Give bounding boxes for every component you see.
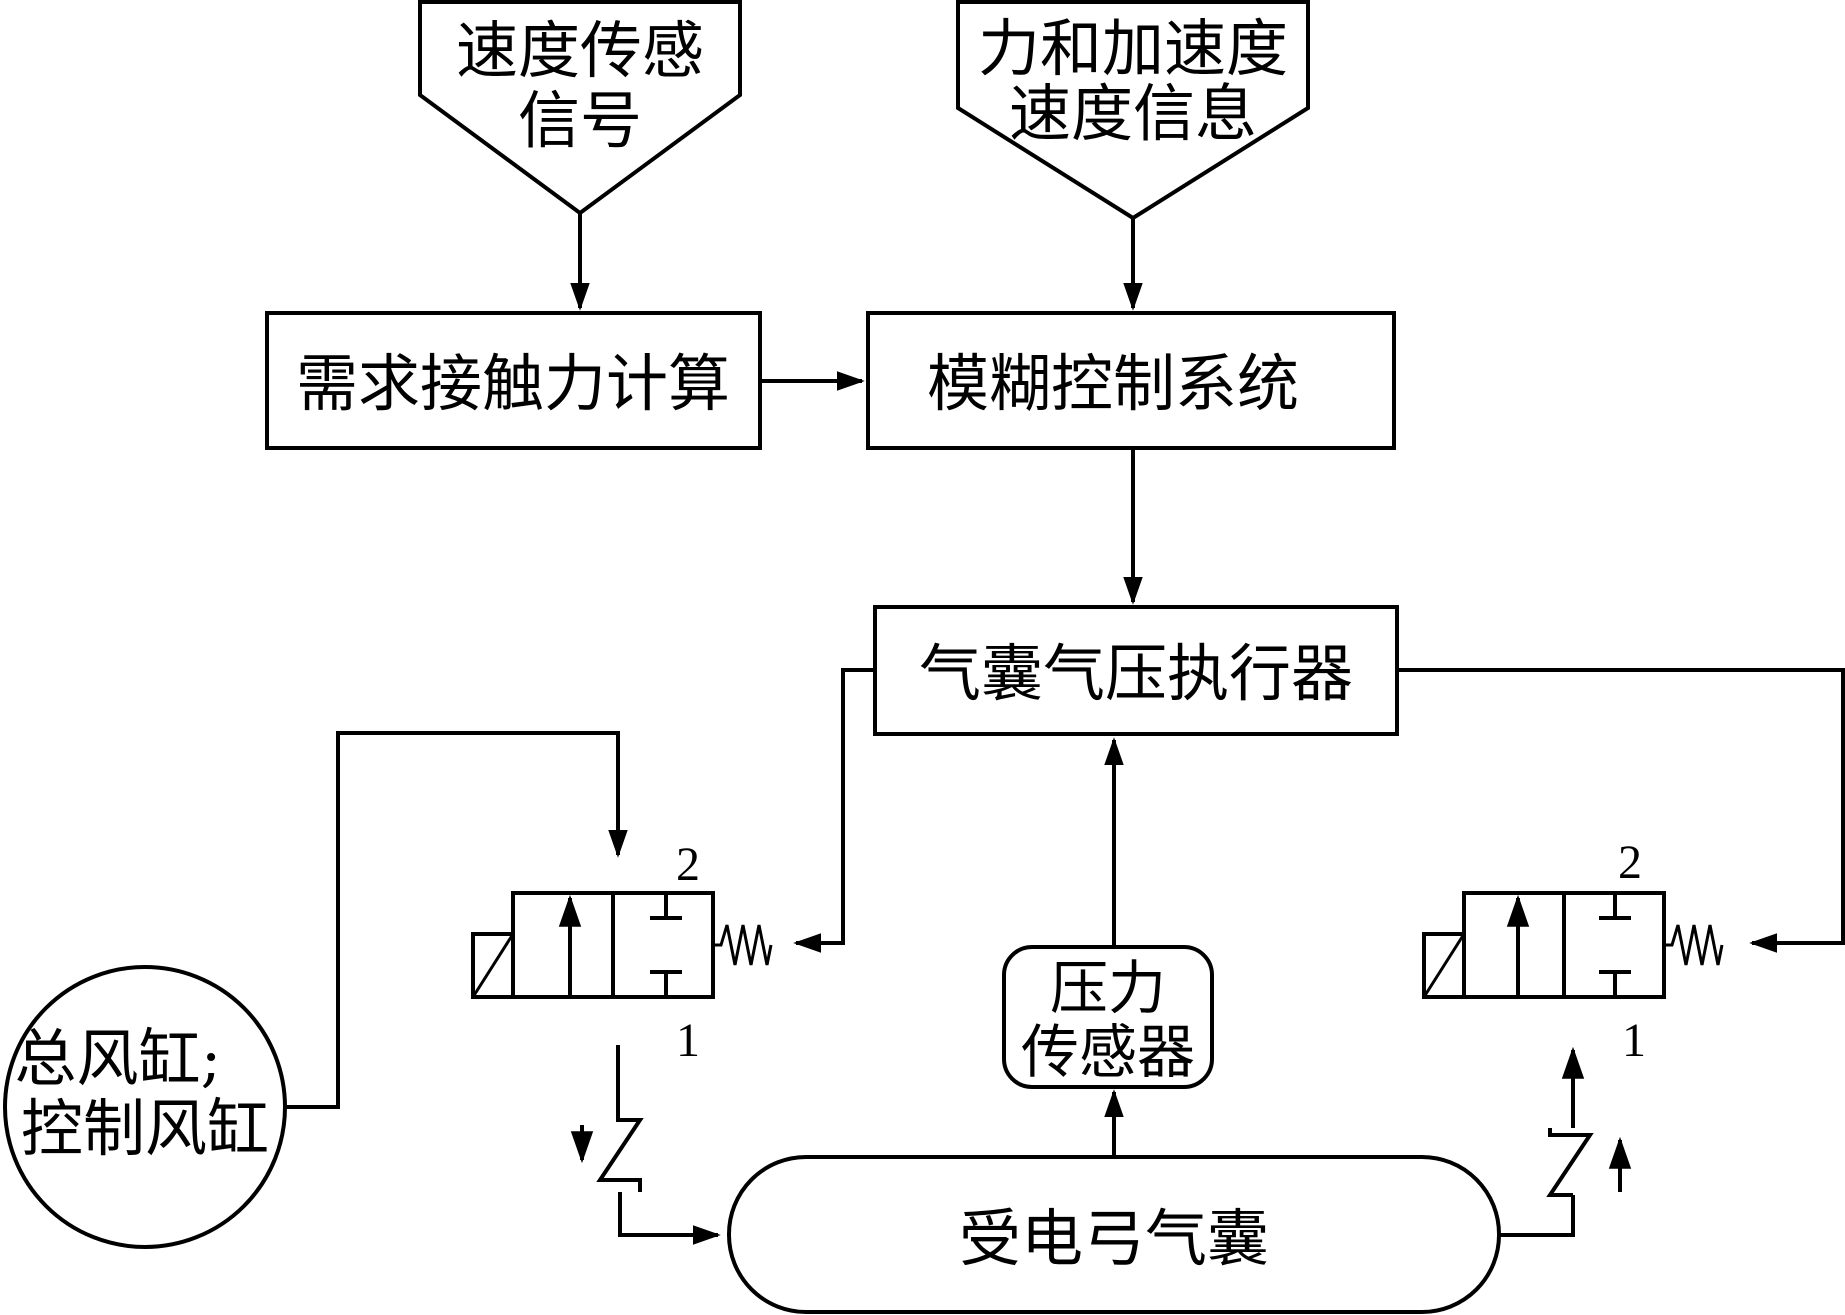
left-check-valve [570,1045,721,1245]
right-solenoid-valve: 2 1 [1422,836,1724,1067]
right-valve-port-bottom: 1 [1622,1014,1646,1067]
left-valve-port-top: 2 [676,838,700,891]
line-actuator-to-left-valve [793,668,875,953]
input-force-accel-line1: 力和加速度 [978,12,1288,85]
pressure-sensor-line1: 压力 [1050,954,1166,1022]
airbag-label: 受电弓气囊 [959,1202,1269,1275]
reservoir-line2: 控制风缸 [21,1092,269,1165]
input-force-acceleration: 力和加速度 速度信息 [956,0,1310,221]
block-actuator: 气囊气压执行器 [873,605,1399,736]
block-demand-force-label: 需求接触力计算 [296,347,730,420]
right-check-valve-icon [1546,1128,1594,1197]
left-check-valve-icon [596,1110,644,1192]
pressure-sensor-line2: 传感器 [1021,1018,1195,1086]
input-speed-sensor: 速度传感 信号 [418,0,742,216]
right-valve-port-top: 2 [1618,836,1642,889]
input-speed-sensor-line1: 速度传感 [456,14,704,87]
block-actuator-label: 气囊气压执行器 [919,637,1353,710]
line-reservoir-to-left-valve [285,731,628,1109]
line-check-to-airbag [618,1192,721,1245]
left-solenoid-valve: 2 1 [471,838,773,1067]
left-valve-spring-icon [713,924,773,966]
block-demand-force: 需求接触力计算 [265,311,762,450]
pressure-sensor: 压力 传感器 [1002,945,1214,1089]
block-fuzzy-control-label: 模糊控制系统 [927,347,1299,420]
left-valve-port-bottom: 1 [676,1014,700,1067]
block-fuzzy-control: 模糊控制系统 [866,311,1396,450]
airbag: 受电弓气囊 [727,1155,1501,1314]
input-speed-sensor-line2: 信号 [518,84,642,157]
right-check-valve [1499,1046,1632,1237]
reservoir-line1: 总风缸; [15,1022,222,1095]
input-force-accel-line2: 速度信息 [1009,77,1257,150]
right-valve-spring-icon [1664,924,1724,966]
reservoir: 总风缸; 控制风缸 [3,965,287,1249]
line-actuator-to-right-valve [1397,668,1845,953]
